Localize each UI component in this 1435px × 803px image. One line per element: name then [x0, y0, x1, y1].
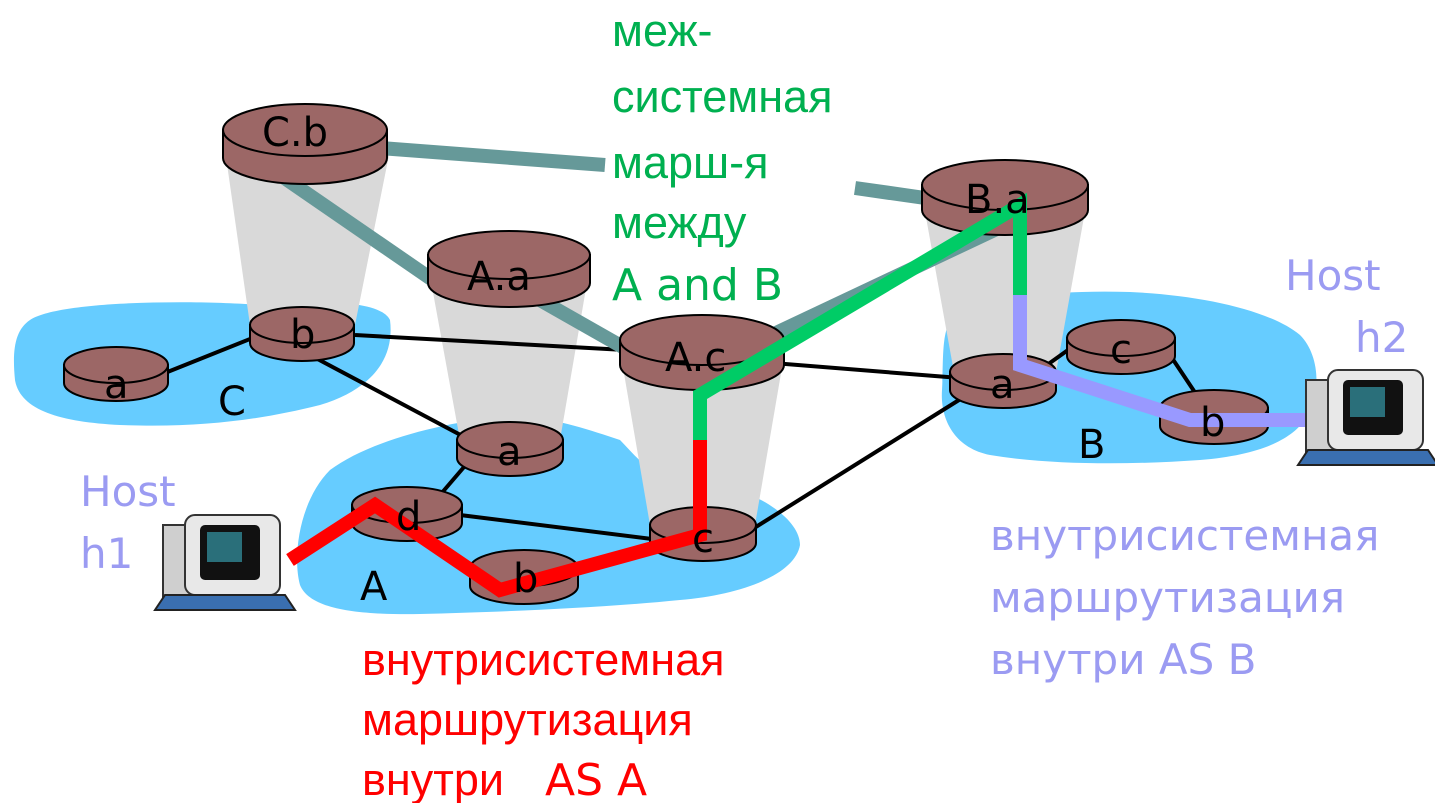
intra-a-caption-line-2: маршрутизация: [362, 694, 693, 745]
router-label-c-b: b: [290, 312, 315, 358]
router-label-ac: A.c: [665, 335, 726, 381]
router-label-cb: C.b: [262, 110, 328, 156]
intra-b-caption-line-2: маршрутизация: [990, 573, 1345, 622]
host-h2-label: Host: [1285, 251, 1381, 300]
router-label-b-b: b: [1200, 400, 1225, 446]
as-label-b: B: [1078, 422, 1105, 468]
inter-caption-line-2: системная: [612, 71, 832, 122]
router-label-aa: A.a: [467, 254, 531, 300]
intra-path-a: [286, 440, 707, 598]
host-h1-name: h1: [80, 529, 133, 578]
inter-caption-line-3: марш-я: [612, 137, 768, 188]
router-a-a: [456, 421, 564, 477]
as-label-a: A: [360, 564, 388, 610]
host-h2-name: h2: [1355, 313, 1408, 362]
router-c-a: [63, 346, 169, 402]
inter-path-ab: [693, 192, 1027, 440]
router-label-b-a: a: [990, 362, 1015, 408]
router-label-a-c: c: [692, 516, 714, 562]
intra-path-b: [1013, 295, 1320, 427]
router-label-c-a: a: [104, 362, 129, 408]
router-label-a-a: a: [497, 429, 522, 475]
router-label-ba: B.a: [965, 177, 1030, 223]
intra-b-caption-line-1: внутрисистемная: [990, 511, 1379, 560]
intra-b-caption-line-3: внутри AS B: [990, 635, 1256, 684]
as-label-c: C: [218, 379, 246, 425]
host-h1-computer: [153, 514, 297, 611]
inter-caption-line-4: между: [612, 197, 747, 248]
intra-a-caption-line-3: внутри: [362, 754, 504, 803]
router-aa: [427, 230, 591, 308]
inter-as-caption: меж- системная марш-я между A and B: [612, 5, 832, 311]
as-a-cloud: [297, 415, 800, 615]
host-h1-label: Host: [80, 467, 176, 516]
inter-caption-line-1: меж-: [612, 5, 713, 56]
intra-a-caption-line-1: внутрисистемная: [362, 634, 724, 685]
router-c-b: [249, 306, 355, 362]
router-cb: [222, 103, 388, 185]
router-b-c: [1066, 319, 1176, 375]
intra-a-caption-line-4: AS A: [545, 755, 647, 803]
router-label-a-b: b: [513, 556, 538, 602]
router-label-a-d: d: [396, 494, 421, 540]
cone-cb: [225, 150, 390, 325]
router-b-a: [949, 353, 1057, 409]
intra-a-caption: внутрисистемная маршрутизация внутри AS …: [362, 634, 724, 803]
host-h2-computer: [1296, 369, 1435, 466]
intra-b-caption: внутрисистемная маршрутизация внутри AS …: [990, 511, 1379, 684]
router-label-b-c: c: [1110, 327, 1132, 373]
inter-caption-line-5: A and B: [612, 260, 783, 311]
